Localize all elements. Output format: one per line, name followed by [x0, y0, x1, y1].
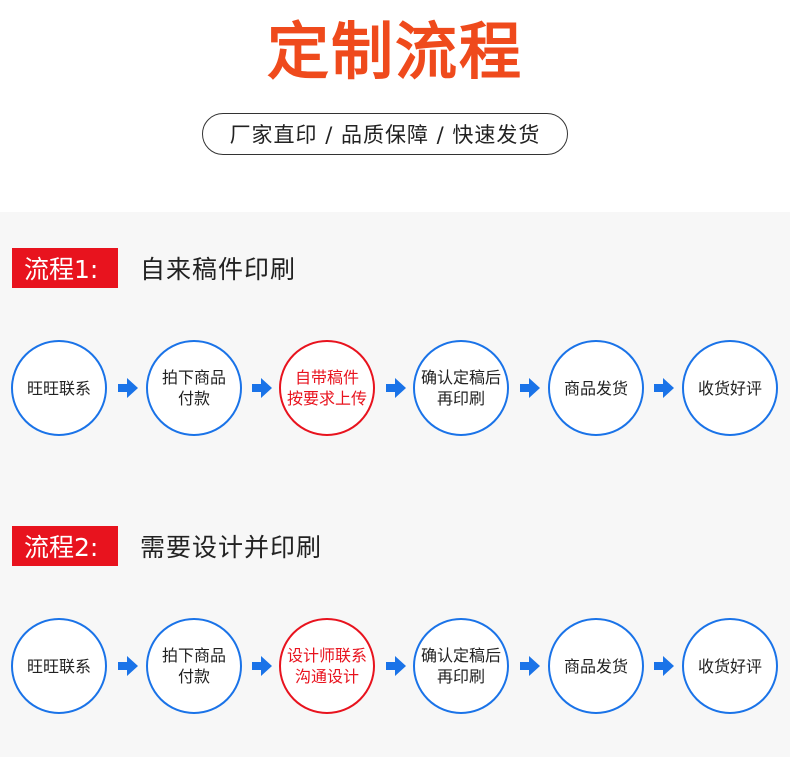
flow-step-4: 确认定稿后 再印刷: [413, 618, 509, 714]
flow-steps: 旺旺联系 拍下商品 付款 自带稿件 按要求上传 确认定稿后 再印刷 商品发货 收…: [0, 340, 790, 440]
flow-step-6: 收货好评: [682, 340, 778, 436]
flow-step-4: 确认定稿后 再印刷: [413, 340, 509, 436]
flow-section-1: 流程1: 自来稿件印刷 旺旺联系 拍下商品 付款 自带稿件 按要求上传 确认定稿…: [0, 248, 790, 458]
flow-header: 流程1: 自来稿件印刷: [12, 248, 296, 288]
arrow-right-icon: [118, 378, 138, 398]
arrow-right-icon: [520, 656, 540, 676]
flow-heading: 需要设计并印刷: [140, 533, 323, 562]
flow-step-5: 商品发货: [548, 340, 644, 436]
flow-step-3: 自带稿件 按要求上传: [279, 340, 375, 436]
flow-step-5: 商品发货: [548, 618, 644, 714]
flow-step-3: 设计师联系 沟通设计: [279, 618, 375, 714]
flow-section-2: 流程2: 需要设计并印刷 旺旺联系 拍下商品 付款 设计师联系 沟通设计 确认定…: [0, 526, 790, 736]
flow-header: 流程2: 需要设计并印刷: [12, 526, 322, 566]
arrow-right-icon: [252, 656, 272, 676]
flow-step-2: 拍下商品 付款: [146, 618, 242, 714]
flow-step-6: 收货好评: [682, 618, 778, 714]
arrow-right-icon: [654, 656, 674, 676]
flow-step-2: 拍下商品 付款: [146, 340, 242, 436]
arrow-right-icon: [118, 656, 138, 676]
flow-step-1: 旺旺联系: [11, 618, 107, 714]
flow-tag: 流程2:: [12, 526, 118, 566]
tagline-pill: 厂家直印 / 品质保障 / 快速发货: [202, 113, 568, 155]
flow-heading: 自来稿件印刷: [140, 255, 297, 284]
arrow-right-icon: [386, 378, 406, 398]
arrow-right-icon: [520, 378, 540, 398]
arrow-right-icon: [386, 656, 406, 676]
flow-steps: 旺旺联系 拍下商品 付款 设计师联系 沟通设计 确认定稿后 再印刷 商品发货 收…: [0, 618, 790, 718]
arrow-right-icon: [252, 378, 272, 398]
page-title: 定制流程: [266, 15, 523, 88]
arrow-right-icon: [654, 378, 674, 398]
flow-tag: 流程1:: [12, 248, 118, 288]
flow-step-1: 旺旺联系: [11, 340, 107, 436]
